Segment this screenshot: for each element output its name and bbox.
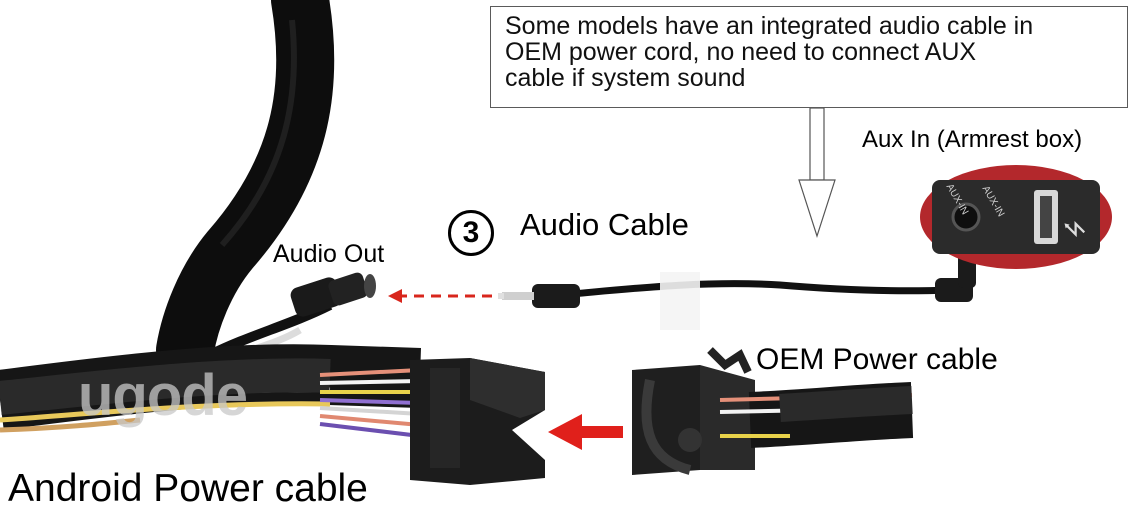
audio-cable-label: Audio Cable — [520, 207, 689, 242]
audio-out-jack — [290, 272, 376, 317]
brand-watermark: ugode — [78, 363, 248, 428]
note-line-2: OEM power cord, no need to connect AUX — [505, 38, 977, 66]
usb-icon: ⭍ — [1062, 219, 1088, 239]
oem-power-connector — [632, 347, 755, 475]
audio-cable — [559, 280, 951, 299]
android-power-connector — [410, 358, 545, 485]
note-line-3: cable if system sound — [505, 64, 746, 92]
black-sleeve-cable — [156, 0, 335, 379]
aux-in-label: Aux In (Armrest box) — [862, 126, 1083, 153]
audio-cable-plug-left — [498, 284, 580, 308]
aux-in-panel — [920, 165, 1112, 269]
oem-power-label: OEM Power cable — [756, 343, 998, 376]
note-down-arrow — [798, 107, 836, 238]
audio-out-label: Audio Out — [273, 240, 385, 268]
connect-arrow — [548, 414, 623, 450]
note-line-1: Some models have an integrated audio cab… — [505, 12, 1034, 40]
step-number-badge: 3 — [448, 210, 494, 256]
android-power-label: Android Power cable — [8, 467, 368, 510]
info-note-box: Some models have an integrated audio cab… — [490, 6, 1128, 108]
